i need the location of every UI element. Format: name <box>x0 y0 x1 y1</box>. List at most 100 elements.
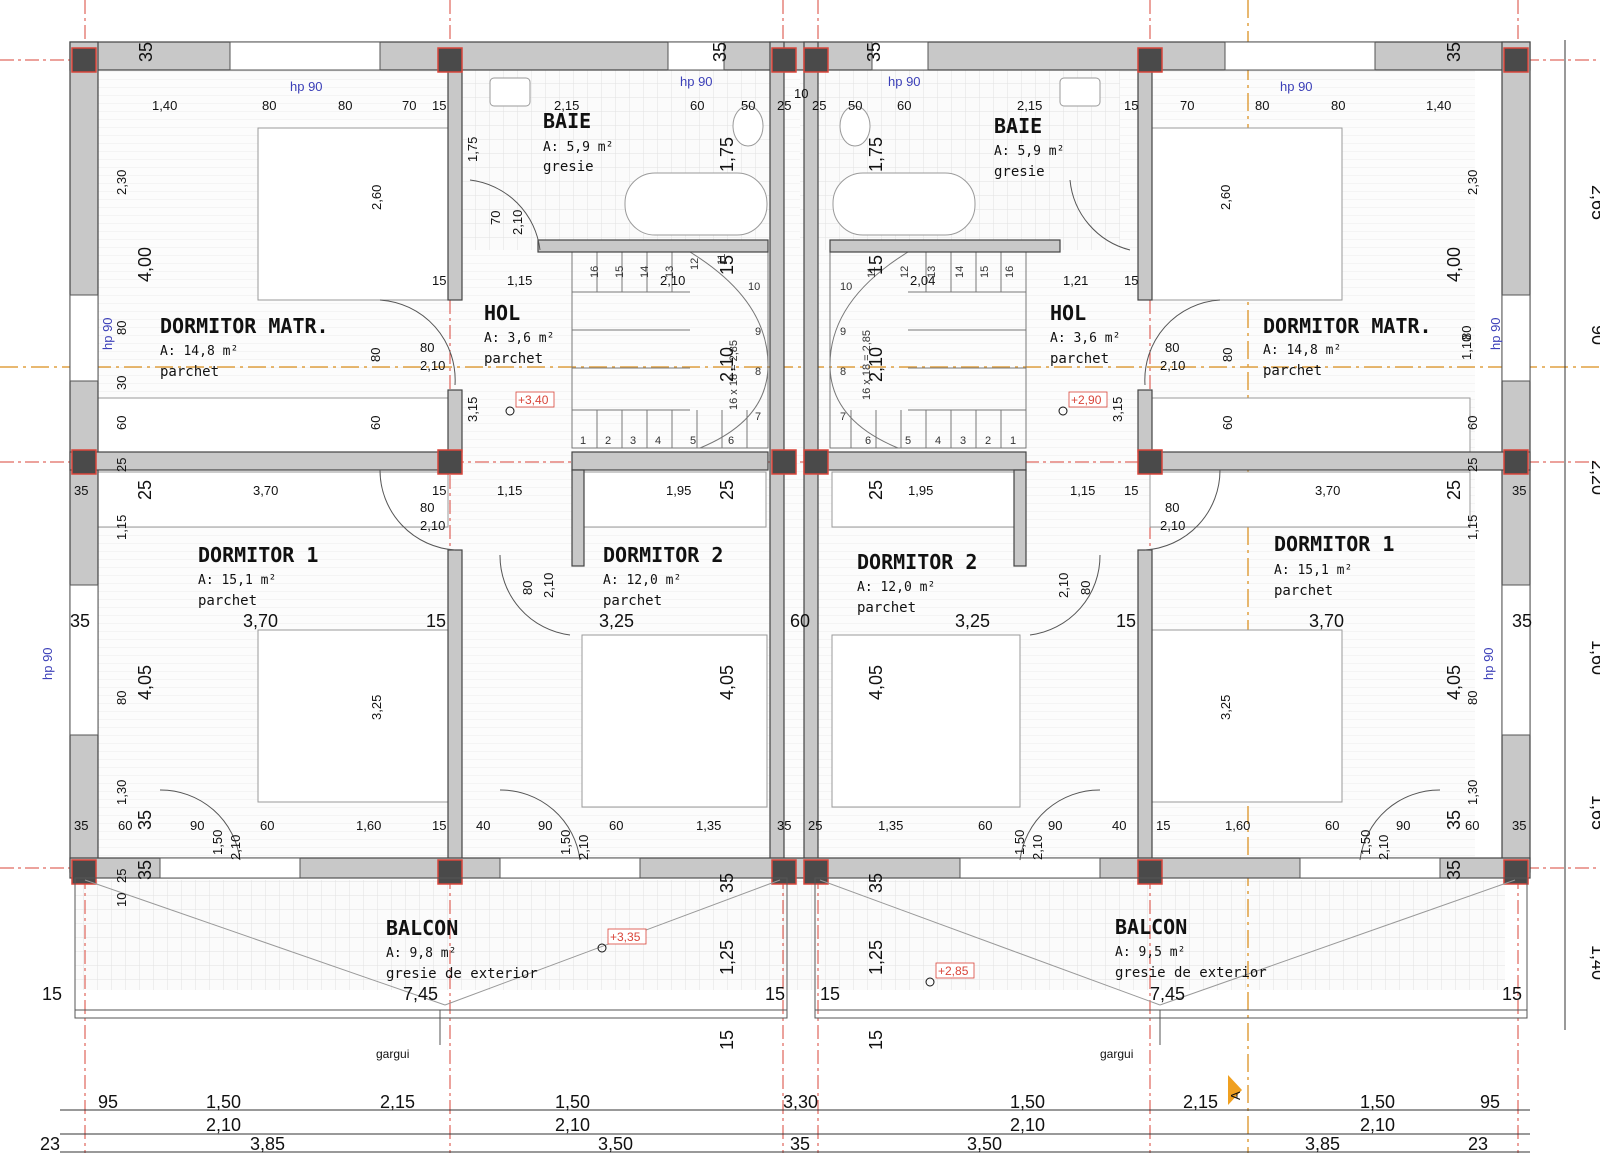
room-finish: parchet <box>1263 363 1322 379</box>
dim-label: 2,10 <box>555 1115 590 1135</box>
stair-step: 12 <box>899 266 911 278</box>
dim-label: 2,15 <box>554 98 579 113</box>
dim-label: 15 <box>426 611 446 631</box>
dim-label: 2,65 <box>1588 185 1600 220</box>
dim-label: 80 <box>1465 691 1480 705</box>
room-name: DORMITOR 1 <box>198 543 318 567</box>
stair-step: 5 <box>690 435 696 447</box>
dim-label: 35 <box>717 873 737 893</box>
dim-label: 1,30 <box>114 780 129 805</box>
dim-label: 35 <box>1512 818 1526 833</box>
dim-label: 4,05 <box>135 665 155 700</box>
dim-label: 1,95 <box>666 483 691 498</box>
dim-label: 90 <box>1588 325 1600 345</box>
level-label: +3,35 <box>610 930 641 944</box>
dimension-labels-small: 1,40 80 80 70 15 2,15 60 50 25 10 25 50 … <box>74 86 1526 907</box>
dim-label: 25 <box>777 98 791 113</box>
dim-label: 1,60 <box>1588 640 1600 675</box>
dim-label: 15 <box>765 984 785 1004</box>
stair-step: 6 <box>865 435 871 447</box>
dimension-labels-large: 35 35 35 35 1,75 1,75 4,00 4,00 15 15 2,… <box>42 42 1532 1050</box>
dim-label: 1,60 <box>356 818 381 833</box>
dim-label: 7,45 <box>403 984 438 1004</box>
dim-label: 60 <box>1465 818 1479 833</box>
dim-label: 1,65 <box>1588 795 1600 830</box>
dim-label: 1,35 <box>878 818 903 833</box>
dim-label: 2,10 <box>866 347 886 382</box>
stair-step: 7 <box>840 411 846 423</box>
level-label: +2,85 <box>938 964 969 978</box>
dimension-lines <box>60 40 1566 1153</box>
level-label: +3,40 <box>518 393 549 407</box>
room-name: DORMITOR 2 <box>857 550 977 574</box>
dim-label: 1,50 <box>558 830 573 855</box>
room-area: A: 3,6 m² <box>484 331 554 346</box>
dim-label: 80 <box>114 321 129 335</box>
dim-label: 60 <box>260 818 274 833</box>
dim-label: 2,20 <box>1588 460 1600 495</box>
furniture <box>97 77 1471 808</box>
dim-label: 15 <box>866 1030 886 1050</box>
door-swings <box>159 179 1441 861</box>
dim-label: 2,10 <box>1030 835 1045 860</box>
dim-label: 80 <box>1165 500 1179 515</box>
dim-label: 3,50 <box>598 1134 633 1153</box>
dim-label: 60 <box>897 98 911 113</box>
gargui-note: gargui <box>376 1047 409 1061</box>
section-marker-a <box>1228 1075 1242 1105</box>
dim-label: 3,25 <box>955 611 990 631</box>
stair-step: 11 <box>716 254 728 265</box>
dim-label: 2,10 <box>541 573 556 598</box>
room-area: A: 12,0 m² <box>603 573 681 588</box>
dim-label: 3,50 <box>967 1134 1002 1153</box>
dim-label: 1,15 <box>1070 483 1095 498</box>
dim-label: 35 <box>135 810 155 830</box>
dim-label: 50 <box>741 98 755 113</box>
room-labels: BAIE A: 5,9 m² gresie BAIE A: 5,9 m² gre… <box>160 109 1432 982</box>
dim-label: 10 <box>114 893 129 907</box>
room-finish: parchet <box>484 351 543 367</box>
dim-label: 4,05 <box>717 665 737 700</box>
dim-label: 25 <box>717 480 737 500</box>
dim-label: 15 <box>432 273 446 288</box>
dim-label: 2,10 <box>1376 835 1391 860</box>
dim-label: 35 <box>1444 42 1464 62</box>
room-name: HOL <box>1050 301 1086 325</box>
room-name: BALCON <box>1115 915 1187 939</box>
dim-label: 80 <box>1220 348 1235 362</box>
dim-label: 50 <box>848 98 862 113</box>
room-finish: gresie de exterior <box>386 966 538 982</box>
hp-label: hp 90 <box>40 647 55 680</box>
stair-step: 13 <box>926 266 938 278</box>
hp-label: hp 90 <box>100 317 115 350</box>
room-finish: parchet <box>857 600 916 616</box>
dim-label: 2,04 <box>910 273 935 288</box>
stair-step: 1 <box>580 435 586 447</box>
room-finish: parchet <box>603 593 662 609</box>
dim-label: 1,25 <box>717 940 737 975</box>
stair-step: 4 <box>935 435 941 447</box>
room-area: A: 15,1 m² <box>198 573 276 588</box>
dim-label: 60 <box>690 98 704 113</box>
dim-label: 2,10 <box>576 835 591 860</box>
dim-label: 2,10 <box>420 358 445 373</box>
dim-label: 35 <box>790 1134 810 1153</box>
notes: gargui gargui A <box>376 1047 1243 1100</box>
dim-label: 40 <box>476 818 490 833</box>
dim-label: 3,70 <box>253 483 278 498</box>
dim-label: 3,85 <box>1305 1134 1340 1153</box>
room-area: A: 5,9 m² <box>994 144 1064 159</box>
dim-label: 1,40 <box>1588 945 1600 980</box>
dim-label: 4,00 <box>1444 247 1464 282</box>
stair-step: 9 <box>840 326 846 338</box>
dim-label: 1,60 <box>1225 818 1250 833</box>
dim-label: 3,15 <box>465 397 480 422</box>
dim-label: 4,00 <box>135 247 155 282</box>
dim-label: 2,10 <box>1160 358 1185 373</box>
dim-label: 1,50 <box>1358 830 1373 855</box>
hp-labels: hp 90 hp 90 hp 90 hp 90 hp 90 hp 90 hp 9… <box>40 74 1503 680</box>
dim-label: 2,60 <box>1218 185 1233 210</box>
dim-label: 2,10 <box>420 518 445 533</box>
room-finish: gresie <box>543 159 594 175</box>
